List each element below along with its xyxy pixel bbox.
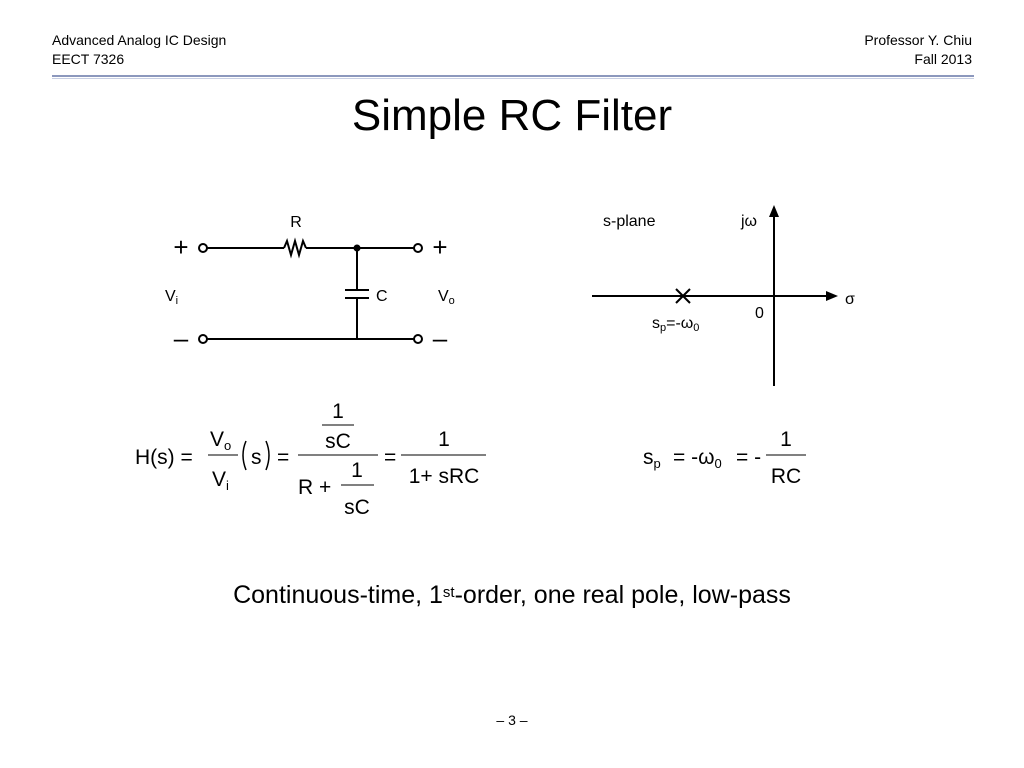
output-terminal-top <box>413 243 423 253</box>
pole-location-label: sp=-ω0 <box>652 315 699 334</box>
header-rule <box>52 75 974 77</box>
input-terminal-bottom <box>198 334 208 344</box>
pole-eq-minus: = - <box>736 446 761 469</box>
input-plus-sign: + <box>173 232 188 262</box>
input-terminal-top <box>198 243 208 253</box>
output-terminal-bottom <box>413 334 423 344</box>
input-minus-sign: – <box>174 323 189 353</box>
tf-right-paren <box>265 440 270 471</box>
output-voltage-label: Vo <box>438 288 455 307</box>
tf-s: s <box>251 446 262 469</box>
tf-equals-1: = <box>277 446 289 469</box>
pole-marker-stroke-2 <box>675 288 691 304</box>
pole-eq-den: RC <box>771 465 801 488</box>
slide-title: Simple RC Filter <box>351 91 673 140</box>
imaginary-axis-label: jω <box>740 213 757 230</box>
tf-left-paren <box>242 440 247 471</box>
real-axis-arrowhead <box>826 291 838 301</box>
s-plane-label: s-plane <box>603 213 656 230</box>
pole-eq-num: 1 <box>780 428 792 451</box>
header-left: Advanced Analog IC Design EECT 7326 <box>52 31 226 69</box>
input-voltage-label: Vi <box>165 288 178 307</box>
tf-inner-num-one: 1 <box>332 400 344 423</box>
pole-eq-s: sp <box>643 446 661 471</box>
term: Fall 2013 <box>914 51 972 67</box>
tf-vi: Vi <box>212 468 229 493</box>
tf-den-one: 1 <box>351 459 363 482</box>
tf-den-R: R + <box>298 476 331 499</box>
imaginary-axis-arrowhead <box>769 205 779 217</box>
summary-prefix: Continuous-time, 1 <box>233 581 443 609</box>
tf-lhs: H(s) = <box>135 446 193 469</box>
summary-superscript: st <box>442 584 455 601</box>
rc-circuit <box>198 237 423 344</box>
tf-equals-2: = <box>384 446 396 469</box>
summary-line: Continuous-time, 1st-order, one real pol… <box>0 578 1024 612</box>
resistor-symbol <box>283 237 307 259</box>
course-title: Advanced Analog IC Design <box>52 32 227 48</box>
origin-label: 0 <box>755 305 764 322</box>
resistor-label: R <box>290 214 302 231</box>
capacitor-label: C <box>376 288 388 305</box>
tf-vo: Vo <box>210 428 231 453</box>
course-code: EECT 7326 <box>52 51 125 67</box>
output-plus-sign: + <box>432 232 447 262</box>
transfer-function-equation: H(s) = Vo Vi s = 1 sC R + 1 sC = 1 1+ sR… <box>135 400 486 519</box>
pole-eq-omega: = -ω0 <box>673 446 722 471</box>
tf-inner-num-sC: sC <box>325 430 351 453</box>
professor-name: Professor Y. Chiu <box>864 32 972 48</box>
s-plane-diagram <box>592 214 828 386</box>
page-number: – 3 – <box>496 712 528 728</box>
tf-rhs-den: 1+ sRC <box>409 465 480 488</box>
pole-equation: sp = -ω0 = - 1 RC <box>643 428 806 488</box>
summary-suffix: -order, one real pole, low-pass <box>454 581 791 609</box>
header-rule-shadow <box>52 78 974 79</box>
real-axis-label: σ <box>845 291 855 308</box>
tf-rhs-num: 1 <box>438 428 450 451</box>
tf-den-sC: sC <box>344 496 370 519</box>
header-right: Professor Y. Chiu Fall 2013 <box>864 31 972 69</box>
output-minus-sign: – <box>433 323 448 353</box>
circuit-node <box>353 244 361 252</box>
